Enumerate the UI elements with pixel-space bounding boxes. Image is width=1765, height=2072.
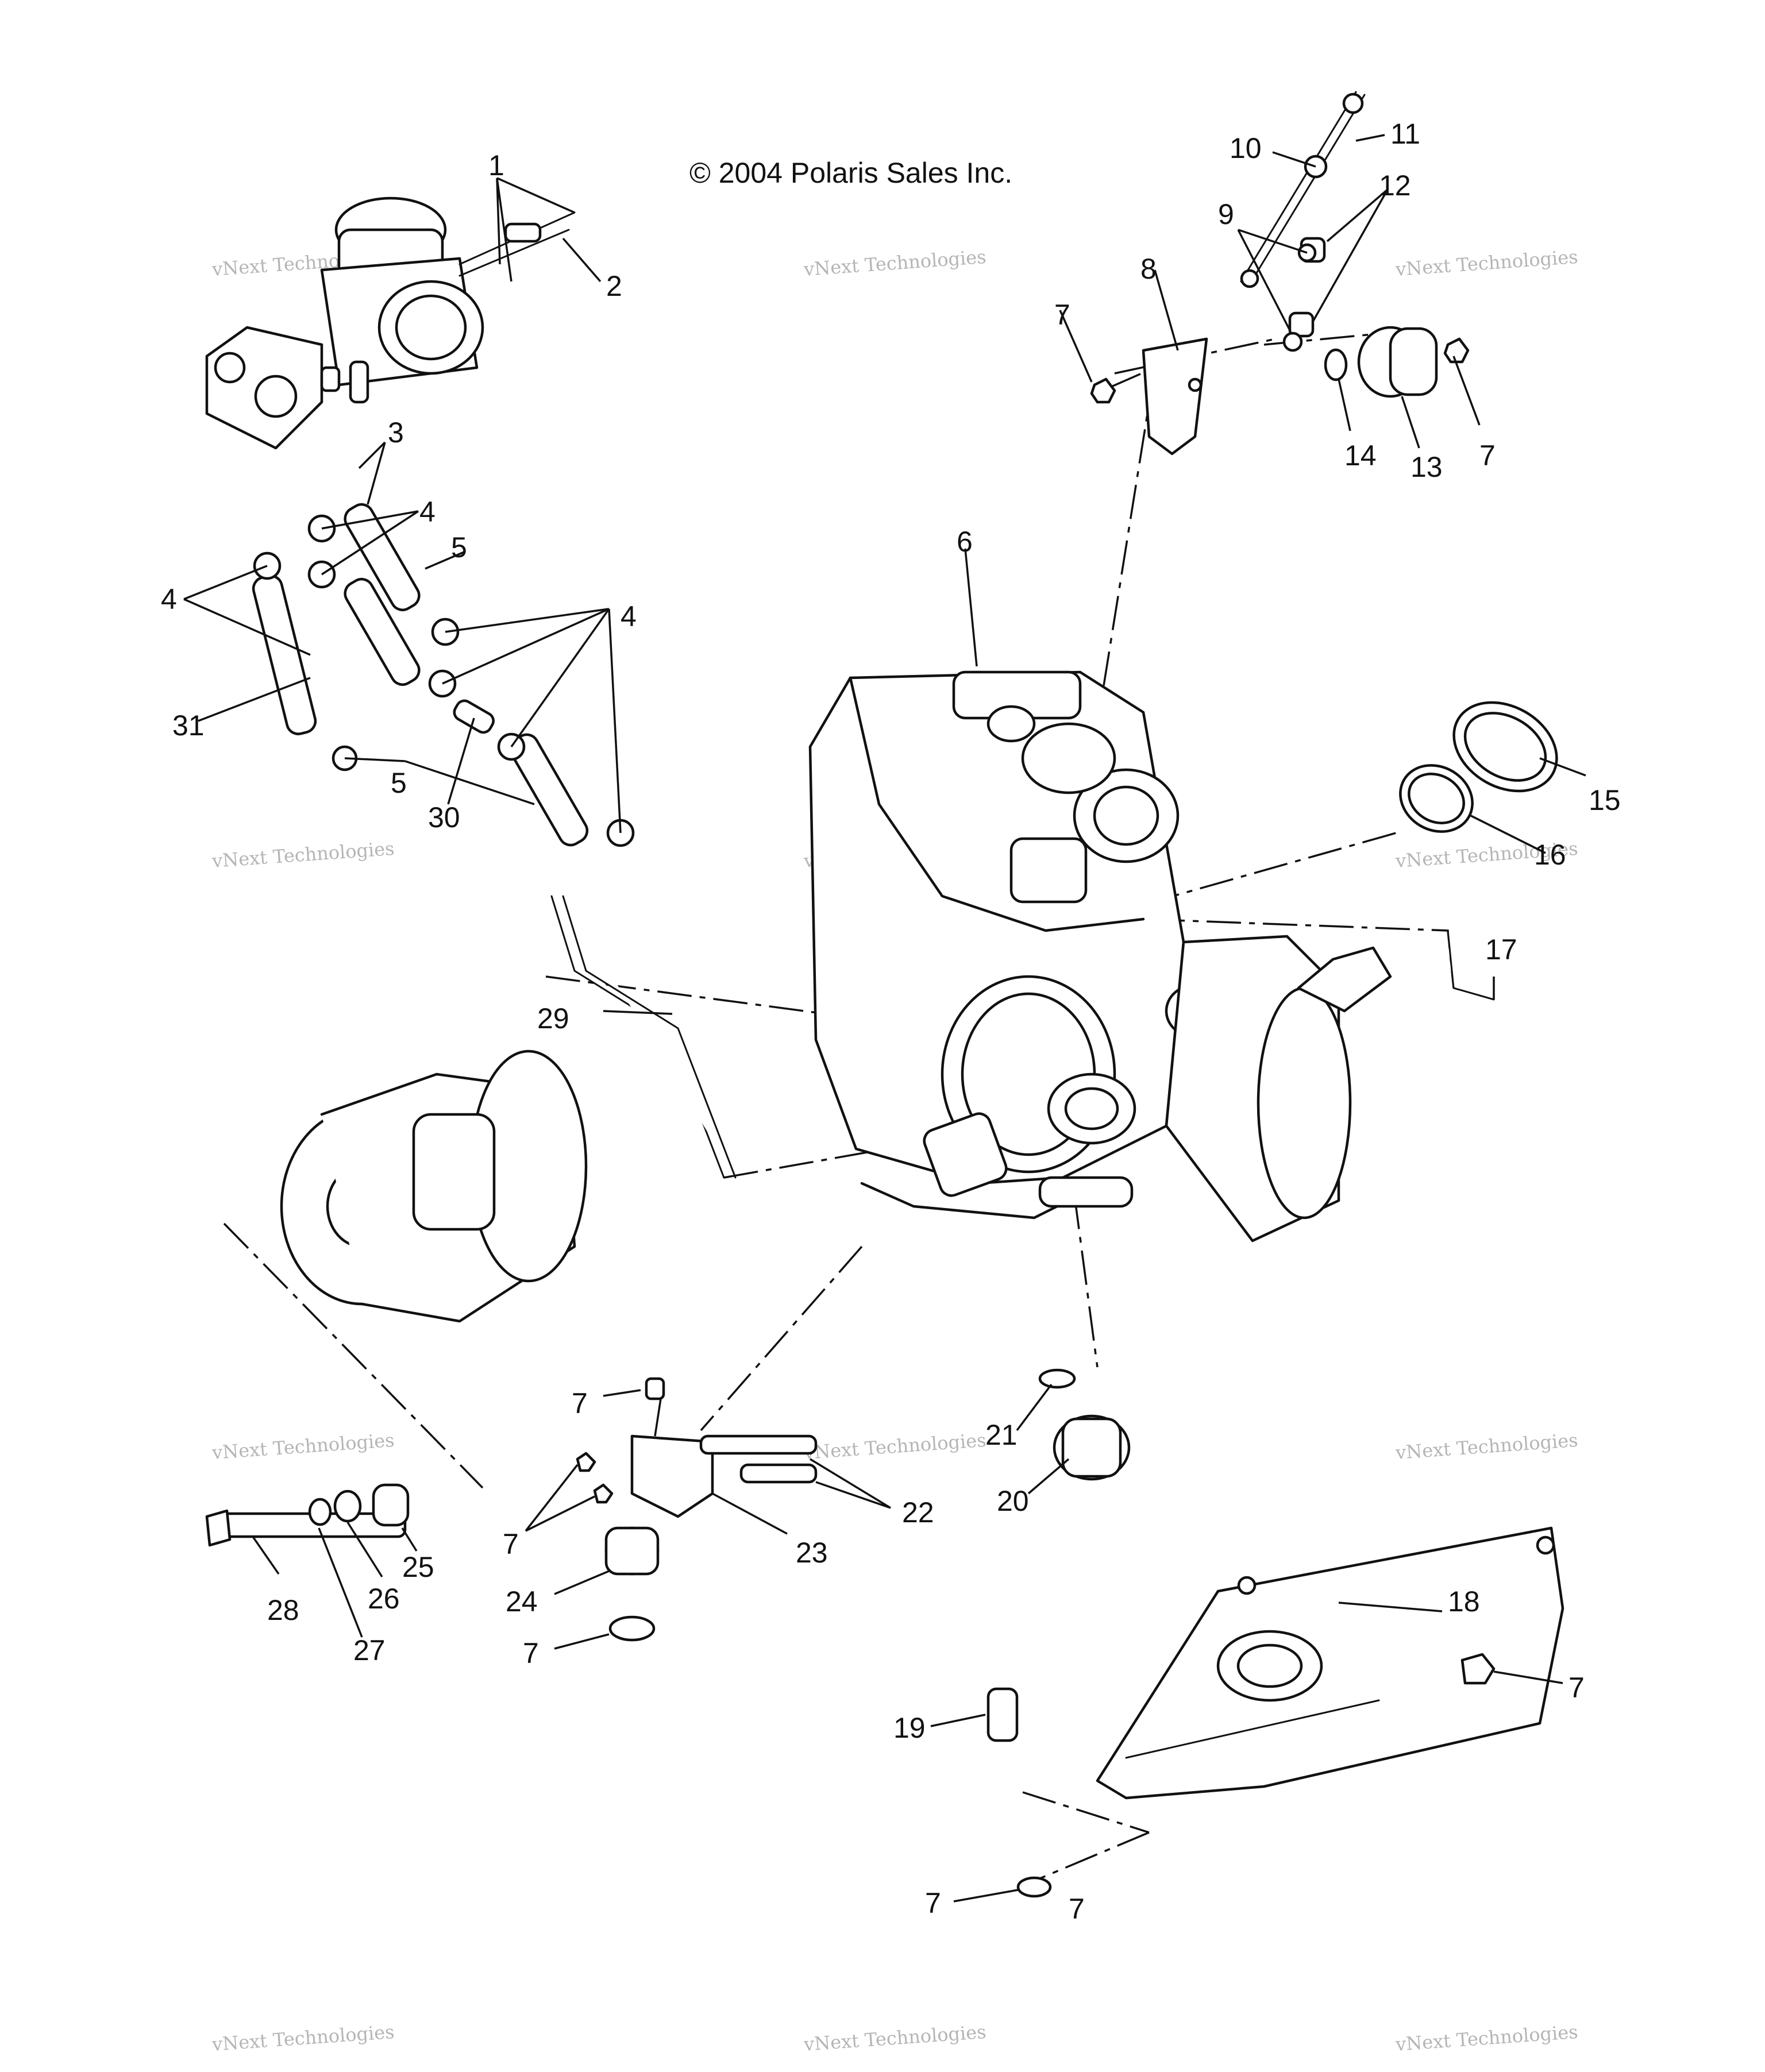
watermark-text: vNext Technologies bbox=[211, 1429, 395, 1464]
watermark: vNext Technologies bbox=[1394, 1429, 1579, 1464]
lower-mounts bbox=[205, 1368, 1131, 1642]
callout-11: 11 bbox=[1390, 118, 1420, 150]
callout-15: 15 bbox=[1589, 784, 1621, 816]
callout-7h: 7 bbox=[1069, 1893, 1085, 1925]
watermark: vNext Technologies bbox=[803, 2021, 987, 2055]
watermark-text: vNext Technologies bbox=[803, 2021, 987, 2055]
callout-2: 2 bbox=[606, 270, 622, 302]
callout-22: 22 bbox=[902, 1496, 934, 1529]
watermark-text: vNext Technologies bbox=[211, 2021, 395, 2055]
watermark: vNext Technologies bbox=[211, 2021, 395, 2055]
callout-8: 8 bbox=[1140, 253, 1157, 285]
callout-18: 18 bbox=[1448, 1585, 1480, 1618]
watermark: vNext Technologies bbox=[803, 246, 987, 280]
skid-plate bbox=[986, 1526, 1564, 1898]
callout-4c: 4 bbox=[621, 600, 637, 632]
callout-9: 9 bbox=[1218, 198, 1234, 230]
callouts: 1 2 3 4 4 4 5 5 6 7 7 7 7 7 7 7 7 8 9 10… bbox=[161, 118, 1621, 1925]
callout-12: 12 bbox=[1379, 169, 1411, 202]
callout-20: 20 bbox=[997, 1485, 1029, 1517]
callout-7e: 7 bbox=[523, 1637, 539, 1669]
watermark-text: vNext Technologies bbox=[1394, 246, 1579, 280]
callout-4b: 4 bbox=[161, 583, 177, 615]
breather-hose bbox=[550, 895, 1495, 1179]
callout-13: 13 bbox=[1411, 451, 1443, 483]
watermark-text: vNext Technologies bbox=[803, 246, 987, 280]
callout-3: 3 bbox=[388, 416, 404, 449]
callout-26: 26 bbox=[368, 1583, 400, 1615]
watermark-text: vNext Technologies bbox=[211, 838, 395, 872]
callout-7b: 7 bbox=[1479, 439, 1496, 472]
callout-4: 4 bbox=[419, 496, 436, 528]
watermark: vNext Technologies bbox=[1394, 2021, 1579, 2055]
callout-7c: 7 bbox=[572, 1387, 588, 1419]
watermark: vNext Technologies bbox=[211, 1429, 395, 1464]
watermark: vNext Technologies bbox=[211, 838, 395, 872]
watermark-text: vNext Technologies bbox=[1394, 1429, 1579, 1464]
watermark-text: vNext Technologies bbox=[1394, 2021, 1579, 2055]
callout-30: 30 bbox=[428, 801, 460, 834]
callout-7a: 7 bbox=[1054, 299, 1070, 331]
fuel-pump bbox=[205, 326, 341, 450]
callout-10: 10 bbox=[1230, 132, 1262, 164]
watermark: vNext Technologies bbox=[803, 1429, 987, 1464]
fuel-hoses bbox=[252, 503, 635, 847]
callout-23: 23 bbox=[796, 1537, 828, 1569]
carburetor bbox=[320, 196, 576, 404]
callout-17: 17 bbox=[1485, 933, 1517, 966]
callout-31: 31 bbox=[172, 709, 205, 742]
upper-mount-bracket bbox=[1090, 91, 1470, 456]
callout-14: 14 bbox=[1344, 439, 1377, 472]
callout-25: 25 bbox=[402, 1551, 434, 1583]
callout-7g: 7 bbox=[925, 1887, 941, 1919]
callout-29: 29 bbox=[537, 1002, 569, 1035]
exhaust-seal bbox=[1399, 701, 1558, 833]
callout-28: 28 bbox=[267, 1594, 299, 1626]
watermark: vNext Technologies bbox=[1394, 246, 1579, 280]
callout-5b: 5 bbox=[391, 767, 407, 799]
callout-24: 24 bbox=[506, 1585, 538, 1618]
callout-6: 6 bbox=[957, 526, 973, 558]
callout-27: 27 bbox=[353, 1634, 386, 1666]
engine-assembly bbox=[808, 670, 1392, 1243]
callout-19: 19 bbox=[893, 1712, 926, 1744]
callout-5: 5 bbox=[451, 531, 467, 564]
watermark-text: vNext Technologies bbox=[803, 1429, 987, 1464]
callout-7f: 7 bbox=[1569, 1672, 1585, 1704]
drive-clutch bbox=[280, 1049, 588, 1323]
callout-21: 21 bbox=[985, 1419, 1018, 1451]
leader-lines bbox=[183, 134, 1586, 1903]
callout-1: 1 bbox=[488, 149, 504, 182]
copyright-notice: © 2004 Polaris Sales Inc. bbox=[689, 157, 1013, 189]
callout-7d: 7 bbox=[503, 1528, 519, 1560]
callout-16: 16 bbox=[1534, 839, 1566, 871]
